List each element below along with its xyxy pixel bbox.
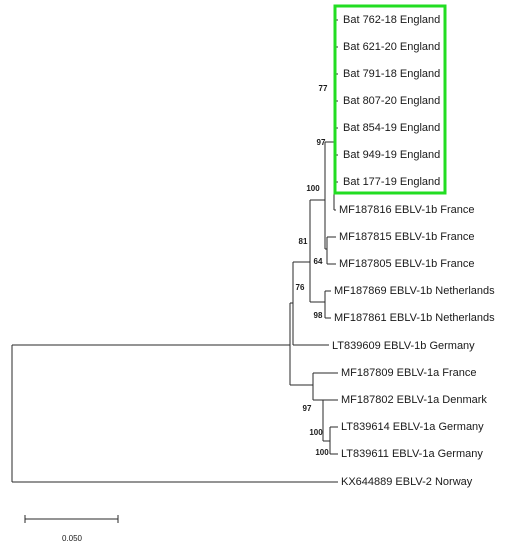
taxon-label: Bat 949-19 England bbox=[343, 149, 440, 161]
taxon-label: MF187869 EBLV-1b Netherlands bbox=[334, 285, 495, 297]
taxon-label: MF187815 EBLV-1b France bbox=[339, 231, 475, 243]
bootstrap-value: 97 bbox=[317, 138, 326, 147]
taxon-label: MF187805 EBLV-1b France bbox=[339, 258, 475, 270]
bootstrap-value: 100 bbox=[315, 448, 329, 457]
taxon-label: LT839614 EBLV-1a Germany bbox=[341, 421, 484, 433]
tree-branches bbox=[11, 19, 338, 483]
taxon-labels: Bat 762-18 England Bat 621-20 England Ba… bbox=[332, 14, 495, 488]
england-clade-highlight-box bbox=[333, 4, 447, 195]
taxon-label: LT839609 EBLV-1b Germany bbox=[332, 340, 475, 352]
bootstrap-value: 98 bbox=[314, 311, 323, 320]
bootstrap-value: 81 bbox=[299, 237, 308, 246]
bootstrap-value: 76 bbox=[296, 283, 305, 292]
taxon-label: Bat 177-19 England bbox=[343, 176, 440, 188]
bootstrap-value: 77 bbox=[319, 84, 328, 93]
taxon-label: KX644889 EBLV-2 Norway bbox=[341, 476, 473, 488]
taxon-label: Bat 621-20 England bbox=[343, 41, 440, 53]
bootstrap-value: 64 bbox=[314, 257, 323, 266]
scale-bar: 0.050 bbox=[24, 515, 119, 543]
bootstrap-values: 77 97 100 81 64 76 98 97 100 100 bbox=[296, 84, 330, 457]
taxon-label: LT839611 EBLV-1a Germany bbox=[341, 448, 483, 460]
taxon-label: Bat 762-18 England bbox=[343, 14, 440, 26]
scale-bar-label: 0.050 bbox=[62, 534, 83, 543]
taxon-label: MF187809 EBLV-1a France bbox=[341, 367, 477, 379]
taxon-label: Bat 807-20 England bbox=[343, 95, 440, 107]
taxon-label: Bat 854-19 England bbox=[343, 122, 440, 134]
bootstrap-value: 100 bbox=[309, 428, 323, 437]
taxon-label: MF187802 EBLV-1a Denmark bbox=[341, 394, 487, 406]
taxon-label: Bat 791-18 England bbox=[343, 68, 440, 80]
taxon-label: MF187816 EBLV-1b France bbox=[339, 204, 475, 216]
bootstrap-value: 100 bbox=[306, 184, 320, 193]
taxon-label: MF187861 EBLV-1b Netherlands bbox=[334, 312, 495, 324]
bootstrap-value: 97 bbox=[303, 404, 312, 413]
